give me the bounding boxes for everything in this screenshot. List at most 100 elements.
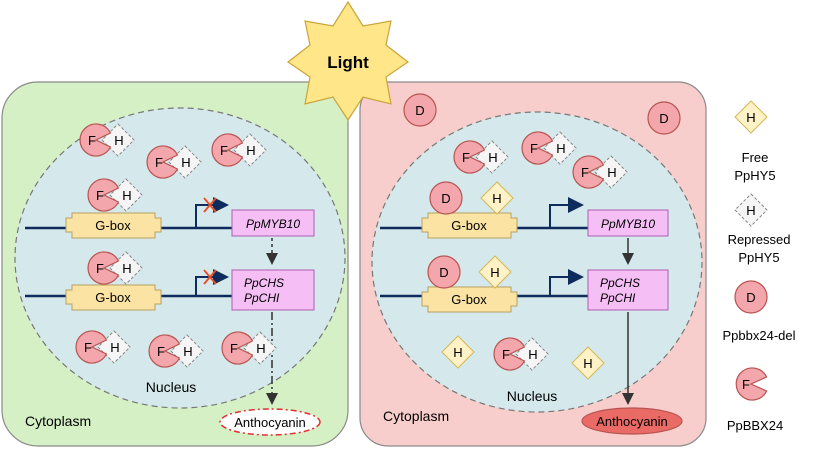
right-anthocyanin [581,407,683,435]
bbx24-icon [221,331,254,365]
free-hy5-protein: H [478,255,512,289]
left-gbox-2-label: G-box [95,290,131,305]
del-glyph: D [659,111,668,126]
left-gbox-1-label: G-box [95,218,131,233]
bbx24-hy5-complex: HF [146,145,202,179]
bbx24-hy5-complex: HF [75,330,131,364]
right-gene-myb10-label: PpMYB10 [601,217,655,231]
legend-repressed-hy5-icon [734,193,768,227]
bbx24-icon [79,123,112,157]
bbx24-icon [87,178,120,212]
legend-free-hy5-glyph: H [746,110,755,125]
right-nucleus-label: Nucleus [507,388,558,404]
bbx24-glyph: F [157,344,165,359]
right-gene-myb10 [587,209,669,237]
right-cytoplasm-label: Cytoplasm [383,408,449,424]
hy5-glyph: H [183,344,192,359]
bbx24-glyph: F [462,150,470,165]
hy5-glyph: H [583,356,592,371]
legend-bbx24-icon [735,367,768,401]
left-cytoplasm-label: Cytoplasm [25,413,91,429]
right-gbox-1 [421,212,518,239]
free-hy5-protein: H [480,181,514,215]
right-promoter-arrow-1 [549,197,584,228]
legend-repressed-hy5-glyph: H [746,203,755,218]
legend-free-line2: PpHY5 [734,168,775,183]
left-panel: G-box G-box PpMYB10 PpCHS PpCHI Anthocya… [1,81,349,447]
left-block-cross-1 [203,197,217,213]
bbx24-glyph: F [502,347,510,362]
bbx24-hy5-complex: HF [493,337,549,371]
bbx24-icon [493,337,526,371]
hy5-glyph: H [122,261,131,276]
hy5-glyph: H [490,265,499,280]
left-gene-chi-label: PpCHI [244,291,280,305]
del-icon [427,255,461,289]
left-gene-myb10 [231,209,315,237]
right-promoter-arrow-2 [549,269,584,296]
hy5-glyph: H [453,345,462,360]
bbx24-hy5-complex: HF [453,140,509,174]
bbx24-glyph: F [88,133,96,148]
hy5-glyph: H [492,191,501,206]
left-promoter-arrow-2 [195,269,229,296]
legend-free-line1: Free [742,150,769,165]
bbx24-hy5-complex: HF [521,131,577,165]
left-gbox-2 [65,284,162,311]
bbx24-hy5-complex: HF [221,331,277,365]
right-gene-chi-label: PpCHI [600,291,636,305]
bbx24-glyph: F [220,143,228,158]
right-gene-chs-chi [587,269,669,311]
hy5-glyph: H [122,188,131,203]
del-icon [403,93,437,127]
left-gene-chs-chi [231,269,315,311]
hy5-glyph: H [110,340,119,355]
right-gbox-2 [421,286,518,313]
right-gene-chs-label: PpCHS [600,276,640,290]
legend-free-hy5-icon [734,100,768,134]
free-hy5-icon [480,181,514,215]
left-anthocyanin [219,408,321,436]
bbx24-glyph: F [84,340,92,355]
del-icon [429,181,463,215]
hy5-glyph: H [556,141,565,156]
bbx24-icon [75,330,108,364]
ppbbx24-del-protein: D [647,101,681,135]
hy5-glyph: H [488,150,497,165]
light-star: Light [286,0,410,122]
left-nucleus-label: Nucleus [146,379,197,395]
free-hy5-protein: H [441,335,475,369]
legend-repressed-line2: PpHY5 [738,250,779,265]
bbx24-glyph: F [155,155,163,170]
bbx24-hy5-complex: HF [211,133,267,167]
hy5-glyph: H [607,165,616,180]
legend-bbx24-glyph: F [742,377,750,392]
bbx24-icon [211,133,244,167]
bbx24-icon [146,145,179,179]
right-gbox-1-label: G-box [451,218,487,233]
bbx24-icon [148,334,181,368]
bbx24-glyph: F [230,341,238,356]
hy5-glyph: H [114,133,123,148]
free-hy5-icon [478,255,512,289]
ppbbx24-del-protein: D [403,93,437,127]
hy5-glyph: H [256,341,265,356]
bbx24-glyph: F [581,165,589,180]
left-anthocyanin-label: Anthocyanin [234,415,306,430]
right-anthocyanin-label: Anthocyanin [596,414,668,429]
hy5-glyph: H [181,155,190,170]
del-glyph: D [441,191,450,206]
bbx24-icon [87,251,120,285]
bbx24-hy5-complex: HF [148,334,204,368]
left-promoter-arrow-1 [195,197,229,228]
bbx24-icon [572,155,605,189]
left-block-cross-2 [203,269,217,285]
light-star-shape [286,0,410,122]
bbx24-hy5-complex: HF [87,251,143,285]
right-gbox-2-label: G-box [451,292,487,307]
hy5-glyph: H [528,347,537,362]
legend-del-glyph: D [746,290,755,305]
legend-del-icon [734,280,768,314]
